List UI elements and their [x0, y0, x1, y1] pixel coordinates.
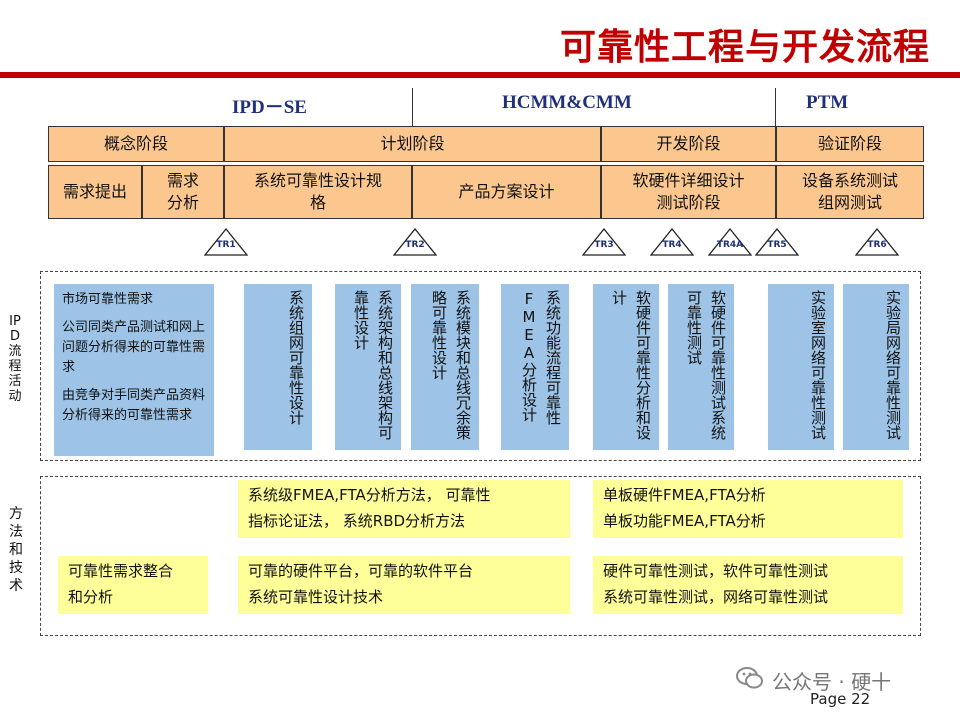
ipd-activities-label: IPD流程活动	[8, 314, 22, 404]
method-reliable-platform: 可靠的硬件平台，可靠的软件平台 系统可靠性设计技术	[238, 556, 570, 614]
triangle-icon	[755, 228, 799, 256]
triangle-icon	[204, 228, 248, 256]
subphase-reliability-spec: 系统可靠性设计规 格	[224, 165, 412, 219]
method-board-fmea: 单板硬件FMEA,FTA分析 单板功能FMEA,FTA分析	[593, 480, 903, 538]
subphase-detail-design: 软硬件详细设计 测试阶段	[601, 165, 776, 219]
subphase-product-scheme: 产品方案设计	[412, 165, 601, 219]
page-number: Page 22	[810, 690, 871, 708]
section-divider	[775, 88, 776, 134]
tr-milestone: TR2	[393, 228, 437, 256]
tr-milestone: TR6	[855, 228, 899, 256]
method-reliability-testing: 硬件可靠性测试，软件可靠性测试 系统可靠性测试，网络可靠性测试	[593, 556, 903, 614]
activity-field-network-test: 实验局网络可靠性测试	[843, 284, 909, 450]
section-divider	[412, 88, 413, 134]
tr-milestone: TR4A	[708, 228, 752, 256]
subphase-system-test: 设备系统测试 组网测试	[776, 165, 924, 219]
phase-plan: 计划阶段	[224, 126, 601, 162]
title-rule	[0, 72, 960, 78]
activity-sw-hw-analysis: 软硬件可靠性分析和设计	[593, 284, 659, 450]
wechat-icon	[735, 663, 765, 693]
method-system-fmea: 系统级FMEA,FTA分析方法， 可靠性 指标论证法， 系统RBD分析方法	[238, 480, 570, 538]
triangle-icon	[582, 228, 626, 256]
methods-frame	[40, 476, 921, 636]
tr-milestone: TR1	[204, 228, 248, 256]
market-requirements-box: 市场可靠性需求 公司同类产品测试和网上问题分析得来的可靠性需求 由竞争对手同类产…	[54, 284, 214, 456]
phase-concept: 概念阶段	[48, 126, 224, 162]
phase-verify: 验证阶段	[776, 126, 924, 162]
methods-label: 方法和技术	[9, 506, 23, 594]
ipd-activities-frame	[40, 271, 921, 461]
activity-line: 由竞争对手同类产品资料分析得来的可靠性需求	[62, 388, 206, 423]
activity-line: 市场可靠性需求	[62, 292, 154, 307]
section-hcmm-cmm: HCMM&CMM	[502, 92, 632, 113]
section-ipd-se: IPD－SE	[232, 97, 307, 118]
activity-architecture-design: 系统架构和总线架构可靠性设计	[335, 284, 401, 450]
activity-redundancy-design: 系统模块和总线冗余策略可靠性设计	[411, 284, 479, 450]
triangle-icon	[393, 228, 437, 256]
activity-network-design: 系统组网可靠性设计	[244, 284, 312, 450]
activity-lab-network-test: 实验室网络可靠性测试	[768, 284, 834, 450]
section-ptm: PTM	[806, 92, 849, 113]
tr-milestone: TR3	[582, 228, 626, 256]
activity-sw-hw-testing: 软硬件可靠性测试系统可靠性测试	[668, 284, 734, 450]
subphase-req-analysis: 需求 分析	[142, 165, 224, 219]
triangle-icon	[650, 228, 694, 256]
tr-milestone: TR4	[650, 228, 694, 256]
subphase-req-raise: 需求提出	[48, 165, 142, 219]
triangle-icon	[855, 228, 899, 256]
method-requirement-integration: 可靠性需求整合 和分析	[58, 556, 208, 614]
triangle-icon	[708, 228, 752, 256]
activity-fmea-design: 系统功能流程可靠性FMEA分析设计	[501, 284, 569, 450]
phase-develop: 开发阶段	[601, 126, 776, 162]
tr-milestone: TR5	[755, 228, 799, 256]
watermark-text: 公众号 · 硬十	[772, 670, 892, 694]
activity-line: 公司同类产品测试和网上问题分析得来的可靠性需求	[62, 320, 206, 375]
slide-title: 可靠性工程与开发流程	[559, 27, 930, 68]
